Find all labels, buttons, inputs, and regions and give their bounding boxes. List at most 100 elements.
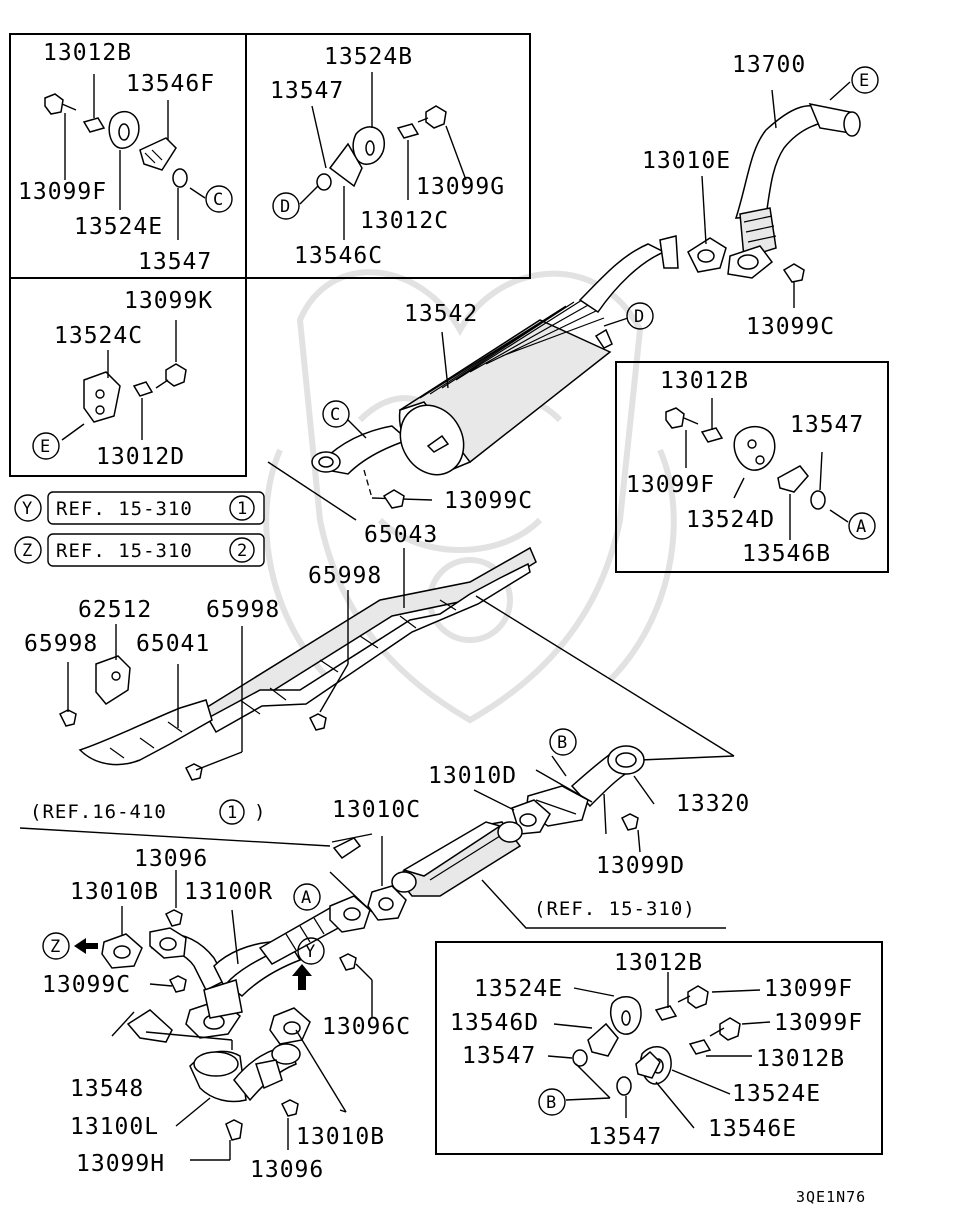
part-label: 13547 — [138, 249, 212, 275]
sensor-part — [332, 837, 362, 860]
guide-line — [267, 461, 357, 521]
ref-note-16-410: (REF.16-410 — [30, 801, 167, 823]
part-label: 13010E — [642, 148, 731, 174]
part-label: 13546F — [126, 71, 215, 97]
arrow-up-icon — [292, 964, 312, 990]
arrow-left-icon — [74, 938, 98, 954]
leader-line — [347, 419, 367, 439]
part-label: 13524E — [474, 976, 563, 1002]
part-label: 65041 — [136, 631, 210, 657]
callout-circle — [322, 400, 350, 428]
part-label: 13524C — [54, 323, 143, 349]
part-label: 13099G — [416, 174, 505, 200]
part-label: 13524E — [732, 1081, 821, 1107]
part-label: 13524D — [686, 507, 775, 533]
ref-box-z — [47, 533, 265, 567]
catalytic-converter — [367, 821, 726, 929]
part-label: 13099H — [76, 1151, 165, 1177]
part-label: 13012B — [43, 40, 132, 66]
guide-line — [19, 827, 331, 847]
callout-letter: E — [40, 437, 50, 457]
hanger-assembly-right — [665, 398, 849, 540]
part-label: 13012D — [96, 444, 185, 470]
hanger-assembly-bottom-right — [547, 972, 771, 1129]
callout-letter: A — [856, 517, 866, 537]
part-label: 13010B — [70, 879, 159, 905]
ref-text: REF. 15-310 — [56, 540, 193, 562]
exhaust-manifold-pipes — [101, 870, 373, 1161]
hanger-assembly-top-middle — [299, 72, 467, 240]
ref-num: 1 — [237, 499, 247, 519]
main-muffler-13542 — [311, 235, 679, 509]
part-label: 13546C — [294, 243, 383, 269]
part-label: 13012C — [360, 208, 449, 234]
part-label: 13096 — [134, 846, 208, 872]
ref-tag: Y — [22, 499, 32, 519]
callout-circle — [272, 192, 300, 220]
part-label: 13547 — [588, 1124, 662, 1150]
guide-line — [475, 595, 735, 757]
callout-letter: C — [213, 190, 223, 210]
part-label: 13099F — [764, 976, 853, 1002]
callout-letter: B — [546, 1093, 556, 1113]
part-label: 13547 — [790, 412, 864, 438]
part-label: 13012B — [614, 950, 703, 976]
part-label: 13099F — [18, 179, 107, 205]
part-label: 13100L — [70, 1114, 159, 1140]
callout-circle — [42, 932, 70, 960]
part-label: 13524B — [324, 44, 413, 70]
part-label: 65043 — [364, 522, 438, 548]
part-label: 13548 — [70, 1076, 144, 1102]
part-label: 13100R — [184, 879, 273, 905]
callout-circle — [538, 1088, 566, 1116]
callout-circle — [851, 66, 879, 94]
callout-circle — [32, 432, 60, 460]
part-label: 13099F — [626, 472, 715, 498]
part-label: 13542 — [404, 301, 478, 327]
ref-note-close: ) — [254, 801, 266, 823]
part-label: 13099F — [774, 1010, 863, 1036]
part-label: 65998 — [24, 631, 98, 657]
diagram-code: 3QE1N76 — [796, 1188, 866, 1206]
callout-letter: C — [330, 405, 340, 425]
callout-letter: Z — [50, 937, 60, 957]
part-label: 13010C — [332, 797, 421, 823]
part-label: 13099C — [42, 972, 131, 998]
part-label: 13546D — [450, 1010, 539, 1036]
ref-num-circle — [229, 495, 255, 521]
part-label: 13320 — [676, 791, 750, 817]
part-label: 65998 — [206, 597, 280, 623]
box-left — [9, 277, 247, 477]
part-label: 13547 — [462, 1043, 536, 1069]
callout-letter: D — [634, 307, 644, 327]
hanger-assembly-left — [61, 320, 187, 441]
ref-tag: Z — [22, 541, 32, 561]
callout-circle — [14, 536, 42, 564]
box-top-middle — [245, 33, 531, 279]
part-label: 13547 — [270, 78, 344, 104]
part-label: 13012B — [756, 1046, 845, 1072]
part-label: 13546B — [742, 541, 831, 567]
part-label: 65998 — [308, 563, 382, 589]
callout-circle — [14, 494, 42, 522]
heat-protectors — [58, 546, 537, 781]
ref-note-15-310: (REF. 15-310) — [534, 898, 696, 920]
part-label: 13096C — [322, 1014, 411, 1040]
part-label: 13524E — [74, 214, 163, 240]
callout-letter: E — [859, 71, 869, 91]
callout-circle — [293, 883, 321, 911]
callout-circle — [549, 728, 577, 756]
box-right — [615, 361, 889, 573]
callout-letter: Y — [305, 942, 315, 962]
part-label: 13700 — [732, 52, 806, 78]
ref-num: 2 — [237, 541, 247, 561]
front-pipe-13320 — [473, 745, 655, 853]
ref-num: 1 — [227, 803, 237, 823]
part-label: 13099C — [746, 314, 835, 340]
callout-letter: A — [301, 888, 311, 908]
callout-circle — [626, 302, 654, 330]
callout-letter: B — [557, 733, 567, 753]
part-label: 62512 — [78, 597, 152, 623]
